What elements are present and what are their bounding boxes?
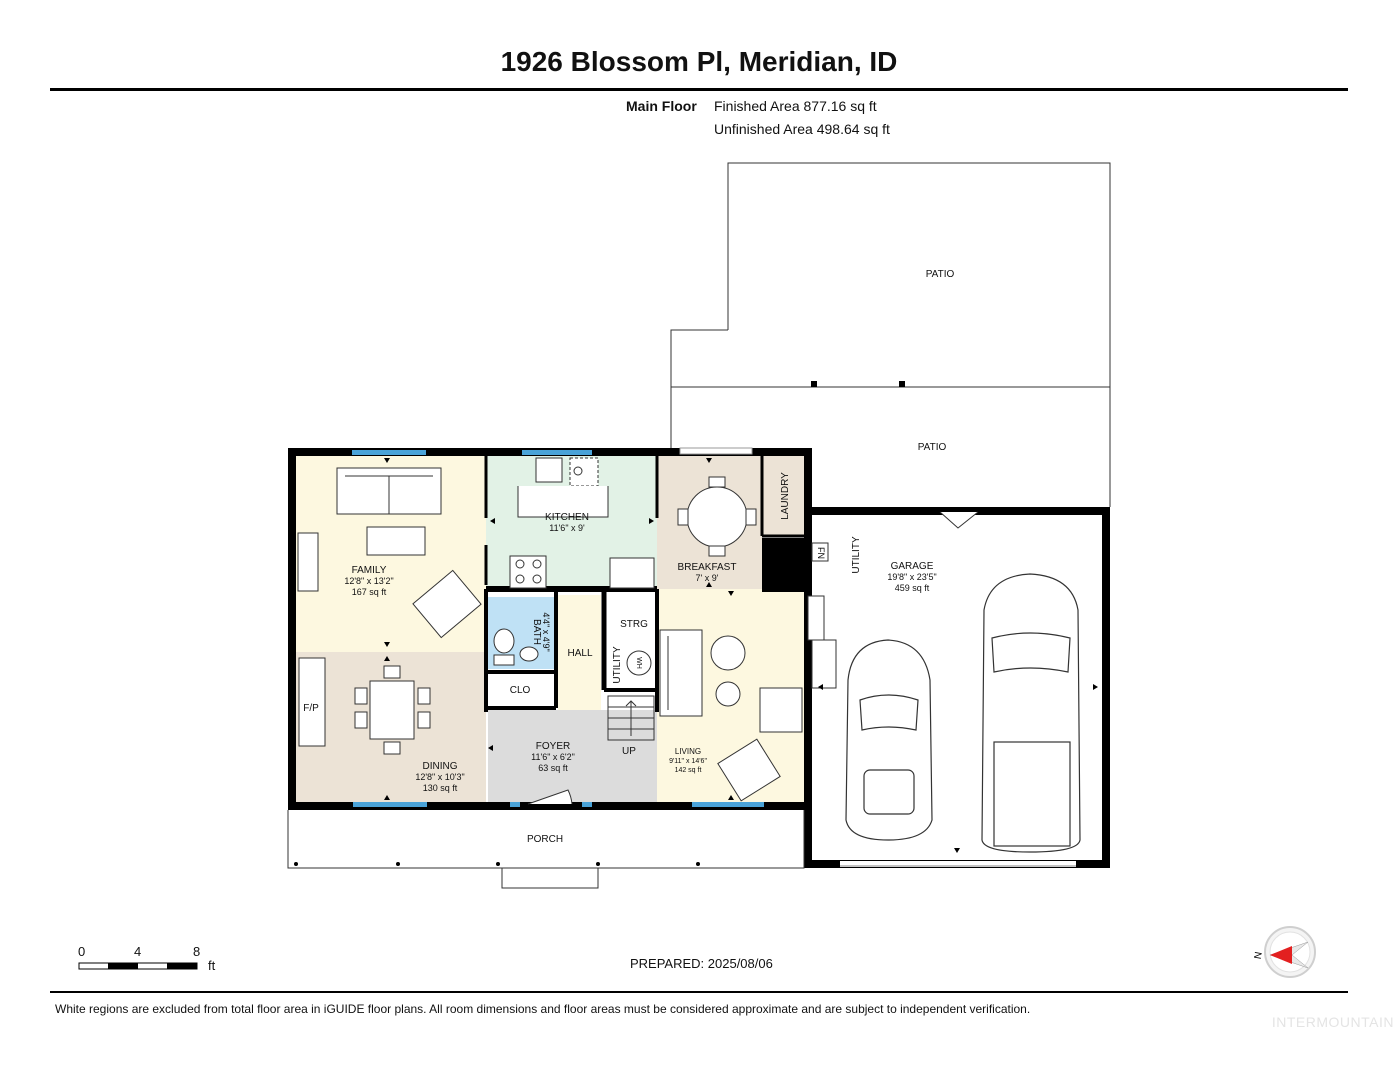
front-door xyxy=(527,789,573,805)
stairs-up-label: UP xyxy=(622,746,636,757)
post xyxy=(899,381,905,387)
hall-label: HALL xyxy=(567,648,592,659)
porch-posts xyxy=(294,862,700,866)
garage-truck xyxy=(981,573,1081,853)
kitchen-fixtures xyxy=(509,457,655,589)
dining-label: DINING xyxy=(423,761,458,772)
dining-dims: 12'8" x 10'3" xyxy=(415,772,464,782)
page-title: 1926 Blossom Pl, Meridian, ID xyxy=(500,46,898,77)
breakfast-dims: 7' x 9' xyxy=(696,573,719,583)
sliding-door xyxy=(679,447,753,455)
post xyxy=(811,381,817,387)
foyer-label: FOYER xyxy=(536,741,570,752)
compass-north-label: N xyxy=(1253,951,1265,960)
water-heater xyxy=(626,650,652,676)
living-furniture xyxy=(659,629,803,802)
laundry-fill xyxy=(762,456,804,536)
garage-area: 459 sq ft xyxy=(895,583,930,593)
fn-label: FN xyxy=(816,547,826,559)
foyer-dims: 11'6" x 6'2" xyxy=(531,752,575,762)
utility-hall-label: UTILITY xyxy=(612,646,623,684)
compass-icon xyxy=(1264,926,1316,978)
garage-label: GARAGE xyxy=(891,561,934,572)
family-label: FAMILY xyxy=(352,565,387,576)
garage-fixture xyxy=(811,542,829,562)
bath-dims: 4'4" x 4'9" xyxy=(541,612,551,651)
scale-label-0: 0 xyxy=(78,944,86,959)
scale-label-4: 4 xyxy=(134,944,142,959)
footer-divider xyxy=(50,991,1348,993)
windows xyxy=(352,450,764,807)
living-label: LIVING xyxy=(675,747,701,756)
dining-furniture xyxy=(298,657,431,755)
header-divider xyxy=(50,88,1348,91)
family-area: 167 sq ft xyxy=(352,587,387,597)
garage-entry-door xyxy=(939,511,979,529)
bath-label: BATH xyxy=(531,619,542,645)
clo-label: CLO xyxy=(510,685,531,696)
patio-outlines xyxy=(670,162,1111,507)
bath-fixtures xyxy=(493,628,539,666)
garage-car xyxy=(845,639,933,841)
porch-outline xyxy=(287,810,805,889)
scale-label-8: 8 xyxy=(193,944,201,959)
patio-lower-label: PATIO xyxy=(918,442,947,453)
breakfast-label: BREAKFAST xyxy=(678,562,737,573)
family-dims: 12'8" x 13'2" xyxy=(344,576,393,586)
laundry-label: LAUNDRY xyxy=(780,472,791,520)
foyer-fill xyxy=(488,710,658,802)
wh-label: WH xyxy=(635,657,642,669)
prepared-date: PREPARED: 2025/08/06 xyxy=(630,956,773,971)
stairs xyxy=(607,695,655,741)
watermark: INTERMOUNTAIN xyxy=(1271,1014,1394,1030)
foyer-area: 63 sq ft xyxy=(538,763,568,773)
hall-fill xyxy=(558,595,601,710)
garage-utility-label: UTILITY xyxy=(851,536,862,574)
finished-area: Finished Area 877.16 sq ft xyxy=(714,98,877,114)
floor-label: Main Floor xyxy=(626,98,697,114)
porch-label: PORCH xyxy=(527,834,563,845)
living-area: 142 sq ft xyxy=(675,767,702,774)
chimney-block xyxy=(762,538,806,592)
fp-label: F/P xyxy=(303,703,319,714)
living-dims: 9'11" x 14'6" xyxy=(669,758,707,765)
disclaimer: White regions are excluded from total fl… xyxy=(55,1002,1031,1016)
patio-upper-label: PATIO xyxy=(926,269,955,280)
dimension-arrows xyxy=(384,458,1098,853)
dining-area: 130 sq ft xyxy=(423,783,458,793)
fireplace-hearth xyxy=(807,595,837,689)
kitchen-dims: 11'6" x 9' xyxy=(549,523,585,533)
kitchen-label: KITCHEN xyxy=(545,512,589,523)
family-furniture xyxy=(297,467,482,639)
unfinished-area: Unfinished Area 498.64 sq ft xyxy=(714,121,890,137)
garage-dims: 19'8" x 23'5" xyxy=(887,572,936,582)
scale-bar xyxy=(78,962,198,970)
scale-unit: ft xyxy=(208,958,216,973)
breakfast-table xyxy=(677,476,757,557)
strg-label: STRG xyxy=(620,619,648,630)
